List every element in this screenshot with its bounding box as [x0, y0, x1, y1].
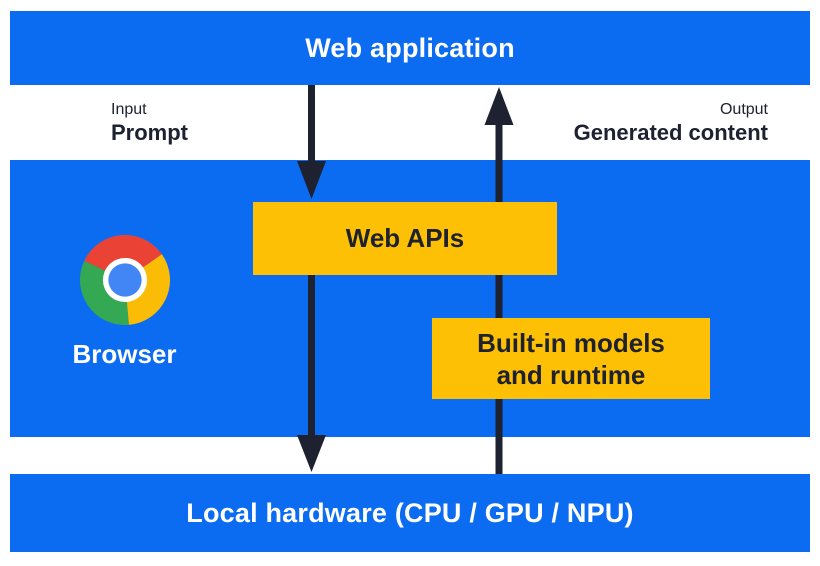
web-apis-label: Web APIs — [345, 223, 465, 253]
chrome-logo-blue-center — [107, 263, 142, 297]
output-arrowhead — [484, 87, 514, 125]
generated-content-label: Generated content — [573, 120, 768, 145]
prompt-arrowhead-lower — [297, 435, 326, 472]
web-apis-box: Web APIs — [253, 202, 557, 275]
browser-badge: Browser — [62, 235, 187, 370]
builtin-models-label-line2: and runtime — [496, 359, 646, 390]
web-application-bar: Web application — [10, 11, 810, 85]
output-label-block: Output Generated content — [574, 100, 768, 146]
chrome-logo-yellow-segment — [124, 254, 170, 325]
input-label-block: Input Prompt — [111, 100, 188, 146]
builtin-models-box: Built-in models and runtime — [432, 318, 710, 399]
output-caption: Output — [719, 101, 768, 118]
local-hardware-label: Local hardware (CPU / GPU / NPU) — [186, 497, 634, 528]
builtin-models-label-line1: Built-in models — [477, 327, 665, 358]
prompt-label: Prompt — [111, 120, 188, 145]
local-hardware-bar: Local hardware (CPU / GPU / NPU) — [10, 474, 810, 552]
chrome-logo-red-segment — [83, 235, 162, 280]
prompt-arrow-shaft-upper — [308, 85, 315, 165]
input-caption: Input — [111, 101, 147, 118]
chrome-logo-icon — [79, 235, 170, 325]
browser-label: Browser — [72, 339, 177, 369]
web-application-label: Web application — [305, 32, 515, 63]
